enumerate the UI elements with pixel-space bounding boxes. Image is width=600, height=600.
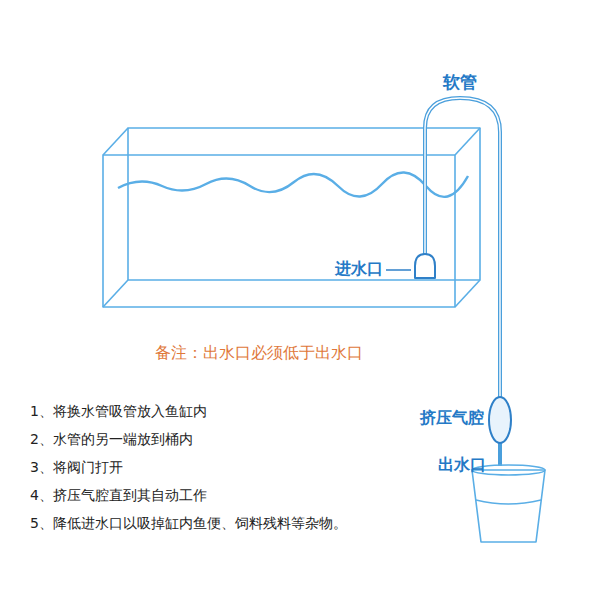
note: 备注：出水口必须低于出水口 bbox=[155, 343, 363, 362]
step-text: 4、挤压气腔直到其自动工作 bbox=[30, 487, 207, 504]
step-text: 2、水管的另一端放到桶内 bbox=[30, 431, 193, 448]
hose bbox=[425, 98, 500, 398]
hose-inner bbox=[425, 98, 500, 398]
part-label: 软管 bbox=[443, 72, 477, 92]
water-surface bbox=[118, 172, 468, 196]
part-label: 出水口 bbox=[438, 455, 486, 474]
step-text: 1、将换水管吸管放入鱼缸内 bbox=[30, 403, 207, 420]
bucket-water bbox=[476, 500, 541, 504]
tank-edge bbox=[103, 128, 128, 155]
part-label: 进水口 bbox=[335, 259, 383, 278]
tank-back bbox=[128, 128, 480, 280]
tank-edge bbox=[455, 128, 480, 155]
tank-front bbox=[103, 155, 455, 307]
intake-head bbox=[415, 254, 435, 278]
part-label: 挤压气腔 bbox=[420, 408, 484, 427]
step-text: 3、将阀门打开 bbox=[30, 459, 123, 476]
step-text: 5、降低进水口以吸掉缸内鱼便、饲料残料等杂物。 bbox=[30, 515, 347, 532]
leader-line bbox=[386, 269, 411, 271]
tank-edge bbox=[455, 280, 480, 307]
bucket bbox=[472, 470, 545, 542]
tank-edge bbox=[103, 280, 128, 307]
hose-outlet bbox=[498, 442, 502, 466]
squeeze-bulb bbox=[489, 397, 511, 443]
